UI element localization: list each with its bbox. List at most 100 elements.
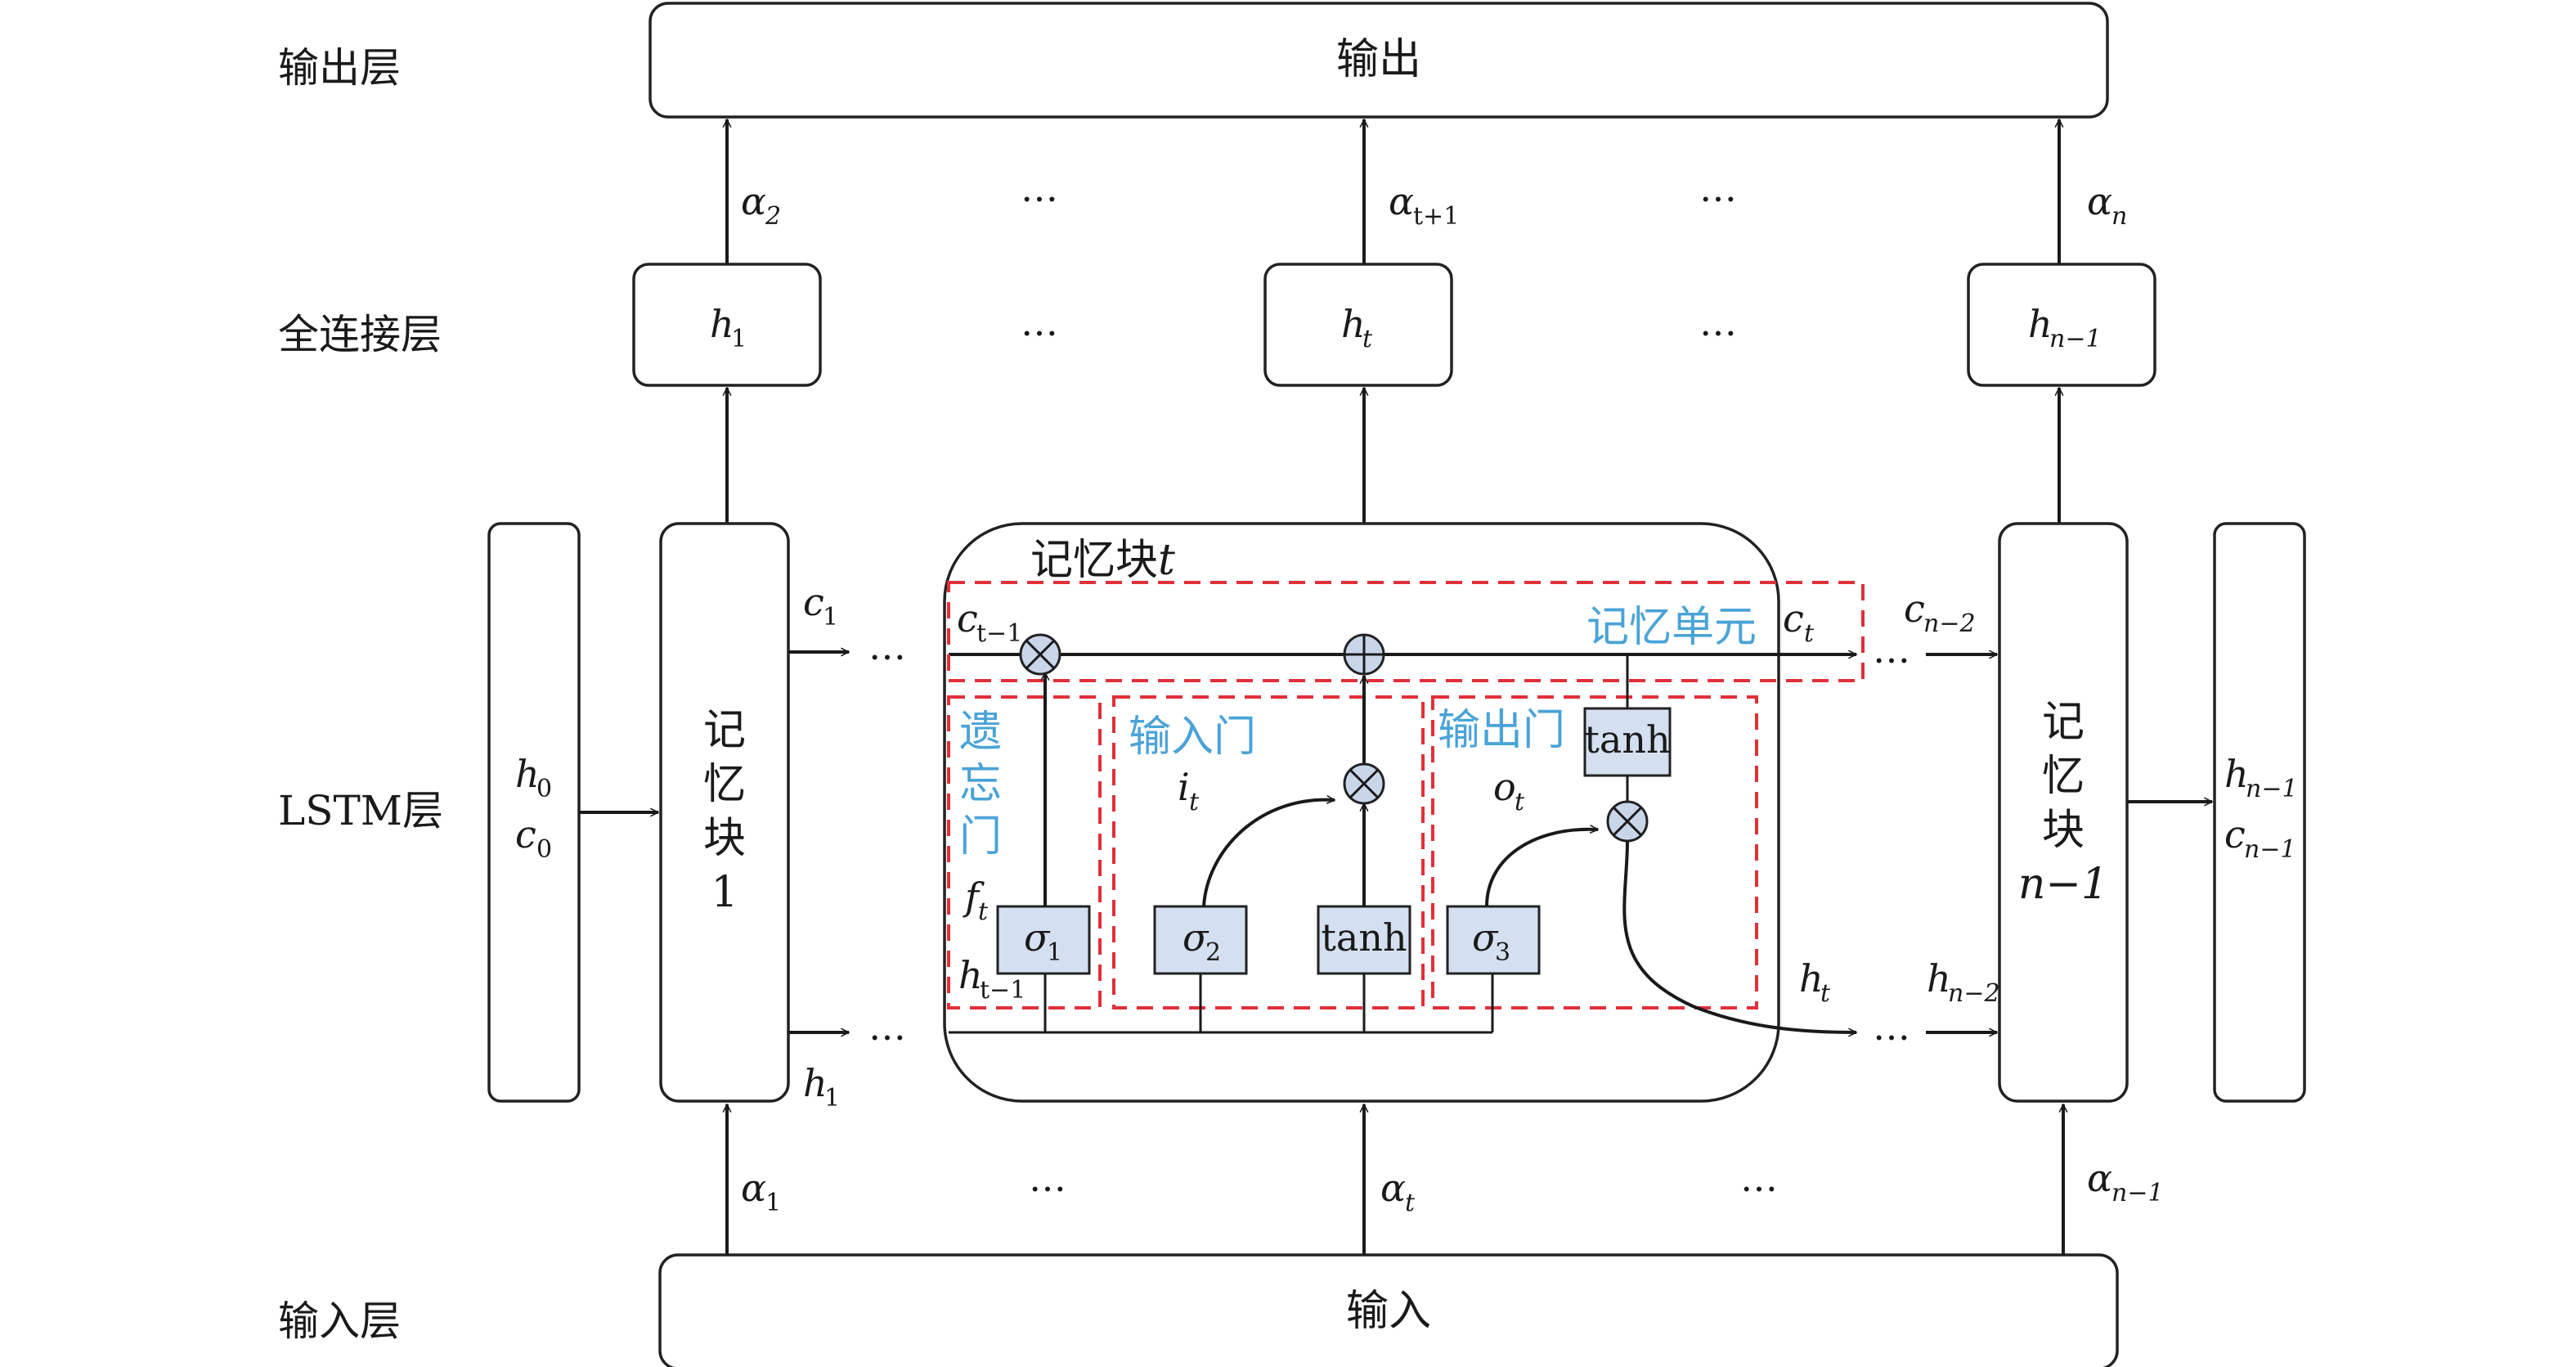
ot-label: o	[1493, 765, 1516, 809]
output-box	[648, 2, 2109, 119]
alpha-n1-sub: n−1	[2112, 1179, 2164, 1207]
alpha2-label: α	[741, 179, 766, 223]
sigma1-gate	[996, 905, 1091, 975]
ht-prev-label: h	[958, 953, 983, 997]
tanh-gate-output	[1583, 707, 1672, 777]
lstm-layer-label: LSTM层	[278, 787, 443, 834]
sigma3-gate	[1446, 905, 1541, 975]
alpha2-sub: 2	[765, 202, 781, 231]
memory-block-1	[659, 522, 790, 1103]
forget-gate-char: 遗	[959, 708, 1002, 757]
input-gate-label: 输入门	[1129, 713, 1256, 762]
sigma1-label: σ	[1024, 915, 1051, 960]
alpha-n1-label: α	[2087, 1156, 2112, 1200]
alpha-t-label: α	[1380, 1166, 1406, 1210]
fc-box-ht	[1263, 263, 1453, 387]
multiply-icon	[1025, 639, 1056, 670]
block-n1-char: 忆	[2042, 752, 2085, 801]
fc-hn1-label: h	[2028, 302, 2053, 346]
input-gate-region	[1112, 695, 1425, 1010]
h1-state-label: h	[803, 1061, 828, 1105]
forget-gate-region	[947, 695, 1102, 1010]
tanh2-label: tanh	[1584, 717, 1670, 762]
input-box-label: 输入	[1346, 1287, 1431, 1336]
block1-char: 1	[711, 868, 738, 917]
alpha-n-label: α	[2087, 179, 2112, 223]
fc-ht-sub: t	[1362, 325, 1373, 353]
ht-out-sub: t	[1820, 979, 1831, 1008]
alpha-t1-sub: t+1	[1413, 202, 1459, 231]
tanh-gate-input	[1317, 905, 1411, 975]
tanh1-label: tanh	[1321, 915, 1407, 960]
ellipsis: …	[1021, 166, 1058, 210]
hn1-final-sub: n−1	[2246, 775, 2298, 803]
ellipsis: …	[1740, 1156, 1778, 1200]
sigma2-label: σ	[1183, 915, 1209, 960]
ct-label: c	[1783, 596, 1804, 641]
it-sub: t	[1189, 788, 1200, 816]
alpha1-sub: 1	[765, 1189, 781, 1217]
ot-sub: t	[1515, 788, 1525, 816]
sigma2-gate	[1153, 905, 1248, 975]
c0-label: c	[515, 812, 536, 857]
ellipsis: …	[868, 624, 906, 668]
block-n1-char: 记	[2042, 698, 2085, 747]
alpha-n-sub: n	[2112, 202, 2127, 231]
memory-cell-region	[947, 581, 1865, 682]
fc-h1-sub: 1	[731, 325, 747, 353]
ft-sub: t	[978, 897, 989, 926]
ct-prev-sub: t−1	[976, 619, 1022, 648]
fc-ht-label: h	[1341, 302, 1366, 346]
ellipsis: …	[1699, 300, 1737, 344]
fc-h1-label: h	[710, 302, 734, 346]
ellipsis: …	[1873, 1005, 1910, 1049]
block1-char: 忆	[703, 760, 746, 809]
input-layer-label: 输入层	[278, 1297, 401, 1345]
memory-cell-label: 记忆单元	[1586, 603, 1757, 652]
cn2-label: c	[1904, 587, 1925, 631]
ellipsis: …	[1029, 1156, 1066, 1200]
ct-sub: t	[1804, 619, 1815, 648]
input-box	[658, 1253, 2119, 1367]
arrow-ot-to-mult	[1485, 830, 1598, 907]
sigma1-sub: 1	[1047, 938, 1062, 967]
ht-out-label: h	[1799, 956, 1824, 1001]
block1-char: 记	[703, 706, 746, 755]
alpha-t1-label: α	[1389, 179, 1414, 223]
fc-box-hn1	[1967, 263, 2156, 387]
forget-gate-char: 门	[959, 812, 1002, 861]
output-gate-label: 输出门	[1438, 706, 1565, 755]
hn2-sub: n−2	[1948, 979, 2000, 1008]
output-box-label: 输出	[1336, 35, 1421, 84]
ellipsis: …	[1699, 166, 1737, 210]
h0-sub: 0	[536, 775, 552, 803]
c1-label: c	[803, 580, 824, 624]
ellipsis: …	[868, 1005, 906, 1049]
alpha1-label: α	[741, 1166, 766, 1210]
block-n1-char: n−1	[2018, 860, 2108, 909]
output-gate-region	[1431, 695, 1758, 1010]
hn2-label: h	[1927, 956, 1951, 1001]
hn1-final-label: h	[2224, 752, 2249, 796]
arrow-ht-out	[1622, 840, 1856, 1032]
final-state-box	[2213, 522, 2306, 1103]
h1-state-sub: 1	[824, 1084, 840, 1113]
sigma2-sub: 2	[1205, 938, 1221, 967]
cn1-final-sub: n−1	[2244, 835, 2296, 864]
h0-label: h	[515, 752, 540, 796]
memory-block-t	[943, 522, 1780, 1103]
sigma3-sub: 3	[1495, 938, 1510, 967]
ct-prev-label: c	[957, 596, 978, 641]
output-layer-label: 输出层	[278, 44, 401, 92]
block-t-title: 记忆块	[1030, 536, 1158, 585]
cn2-sub: n−2	[1923, 609, 1976, 638]
cn1-final-label: c	[2224, 812, 2246, 857]
c1-sub: 1	[823, 603, 838, 632]
c0-sub: 0	[536, 835, 552, 864]
block-n1-char: 块	[2042, 806, 2085, 855]
memory-block-n1	[1998, 522, 2129, 1103]
block-t-title-t: t	[1158, 536, 1175, 585]
block1-char: 块	[703, 814, 746, 863]
arrow-it-to-mult	[1202, 800, 1335, 907]
